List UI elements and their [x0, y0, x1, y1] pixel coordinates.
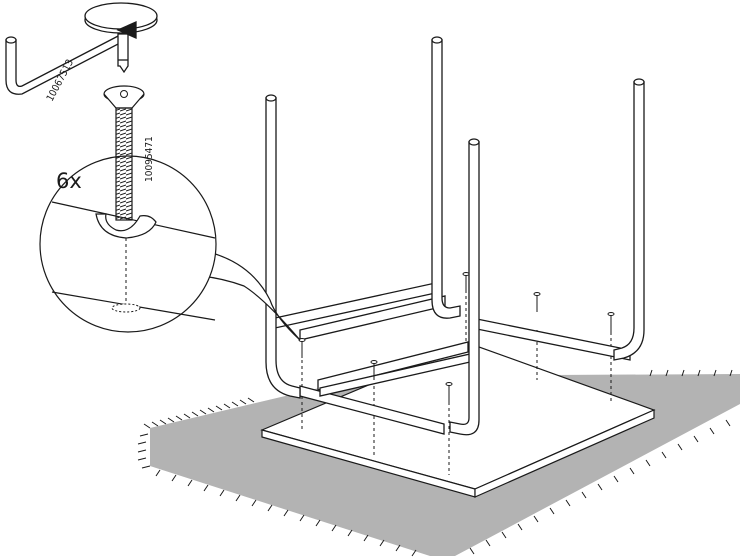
- screw-icon: [445, 382, 453, 402]
- seat-board: [260, 342, 656, 498]
- screw-icon: [607, 312, 615, 332]
- screw-icon: [103, 85, 145, 221]
- screw-icon: [298, 338, 306, 358]
- rotation-arrow-icon: [84, 2, 158, 40]
- screw-quantity: 6x: [56, 169, 82, 193]
- rug-fringe: [137, 369, 733, 557]
- wrench-part-number: 10067513: [45, 58, 76, 104]
- screw-part-number: 10095471: [144, 136, 155, 182]
- screw-icon: [533, 292, 541, 312]
- screw-icon: [370, 360, 378, 380]
- frame-rails: [274, 281, 631, 435]
- screw-icon: [462, 272, 470, 292]
- frame-legs: [265, 36, 645, 436]
- frame-screws: [298, 272, 615, 402]
